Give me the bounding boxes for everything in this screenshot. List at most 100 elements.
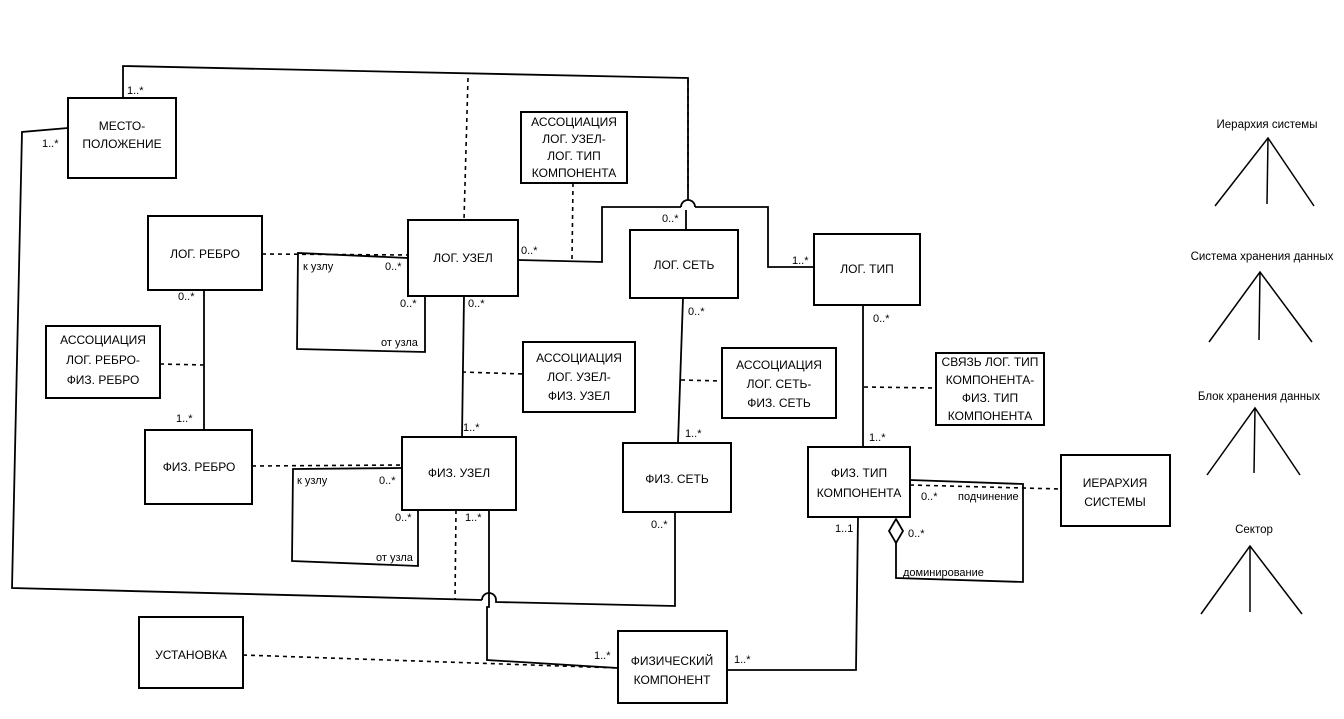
tree-icon — [1214, 136, 1315, 207]
dash-link-logtype — [863, 386, 937, 389]
mult-phystype-dom: 0..* — [908, 528, 925, 540]
mult-physnet-bottom: 0..* — [651, 519, 668, 531]
class-log-edge: ЛОГ. РЕБРО — [147, 215, 263, 291]
class-phys-type-line-2: КОМПОНЕНТА — [817, 486, 901, 500]
assoc-lognode-physnode-line-3: ФИЗ. УЗЕЛ — [548, 389, 610, 403]
role-log-from-node: от узла — [381, 337, 419, 349]
mult-logtype-left: 1..* — [792, 255, 809, 267]
lognet-physnet-link — [677, 297, 684, 444]
link-logtype-phystype: СВЯЗЬ ЛОГ. ТИП КОМПОНЕНТА- ФИЗ. ТИП КОМП… — [935, 352, 1045, 426]
dash-assoc-lognode-logtype — [571, 182, 574, 261]
bottom-link-physnet — [495, 512, 676, 607]
tree-icon — [1208, 270, 1313, 343]
assoc-lognode-physnode-line-1: АССОЦИАЦИЯ — [536, 351, 622, 365]
class-log-edge-name: ЛОГ. РЕБРО — [170, 247, 240, 261]
dash-hierarchy — [909, 484, 1062, 490]
assoc-lognode-physnode-line-2: ЛОГ. УЗЕЛ- — [547, 370, 610, 384]
assoc-logedge-physedge: АССОЦИАЦИЯ ЛОГ. РЕБРО- ФИЗ. РЕБРО — [45, 325, 161, 399]
phystype-physcomp-link — [727, 516, 859, 671]
lognode-top-junction-link — [517, 206, 681, 263]
class-log-type-name: ЛОГ. ТИП — [840, 262, 894, 276]
class-system-hierarchy-line-2: СИСТЕМЫ — [1084, 495, 1146, 509]
assoc-lognet-physnet-line-3: ФИЗ. СЕТЬ — [747, 396, 811, 410]
class-phys-node: ФИЗ. УЗЕЛ — [401, 436, 517, 511]
dash-physnode-down — [454, 509, 457, 601]
sidebar-legend: Иерархия системы Система хранения данных… — [1191, 119, 1334, 615]
dash-assoc-lognet — [680, 379, 723, 382]
assoc-lognode-logtype: АССОЦИАЦИЯ ЛОГ. УЗЕЛ- ЛОГ. ТИП КОМПОНЕНТ… — [520, 111, 628, 184]
tree-icon — [1206, 406, 1301, 476]
mult-physnode-to-loop: 0..* — [379, 475, 396, 487]
class-phys-type: ФИЗ. ТИП КОМПОНЕНТА — [807, 446, 911, 518]
mult-location-top: 1..* — [127, 85, 144, 97]
dash-lognode-location — [463, 77, 469, 221]
aggregation-diamond — [887, 517, 905, 545]
mult-logtype-bottom: 0..* — [873, 313, 890, 325]
role-log-to-node: к узлу — [303, 261, 334, 273]
assoc-logedge-physedge-line-2: ЛОГ. РЕБРО- — [66, 353, 140, 367]
role-domination: доминирование — [903, 567, 984, 579]
class-phys-edge: ФИЗ. РЕБРО — [144, 429, 253, 505]
location-left-link — [11, 127, 483, 601]
class-physical-component: ФИЗИЧЕСКИЙ КОМПОНЕНТ — [617, 630, 728, 704]
class-phys-node-name: ФИЗ. УЗЕЛ — [428, 466, 490, 480]
mult-physnode-top: 1..* — [463, 422, 480, 434]
mult-physcomp-right: 1..* — [734, 654, 751, 666]
link-logtype-phystype-line-1: СВЯЗЬ ЛОГ. ТИП — [942, 355, 1039, 369]
lognode-physnode-link — [461, 295, 465, 438]
class-log-type: ЛОГ. ТИП — [813, 233, 921, 306]
class-phys-net-name: ФИЗ. СЕТЬ — [645, 472, 709, 486]
assoc-logedge-physedge-line-1: АССОЦИАЦИЯ — [60, 333, 146, 347]
class-system-hierarchy-line-1: ИЕРАРХИЯ — [1083, 476, 1148, 490]
assoc-lognet-physnet-line-1: АССОЦИАЦИЯ — [736, 358, 822, 372]
assoc-lognode-logtype-line-1: АССОЦИАЦИЯ — [531, 115, 617, 129]
class-log-node-name: ЛОГ. УЗЕЛ — [433, 251, 492, 265]
mult-lognet-bottom: 0..* — [688, 306, 705, 318]
assoc-lognet-physnet: АССОЦИАЦИЯ ЛОГ. СЕТЬ- ФИЗ. СЕТЬ — [721, 347, 837, 419]
top-hop — [680, 199, 696, 208]
class-phys-type-line-1: ФИЗ. ТИП — [831, 466, 887, 480]
class-log-node: ЛОГ. УЗЕЛ — [407, 219, 519, 297]
role-labels: к узлу от узла к узлу от узла подчинение… — [297, 261, 1019, 579]
role-phys-to-node: к узлу — [297, 475, 328, 487]
assoc-lognode-logtype-line-4: КОМПОНЕНТА — [532, 166, 616, 180]
class-physical-component-line-1: ФИЗИЧЕСКИЙ — [631, 653, 714, 668]
mult-lognode-to-loop: 0..* — [385, 261, 402, 273]
mult-physnet-top: 1..* — [685, 428, 702, 440]
assoc-lognet-physnet-line-2: ЛОГ. СЕТЬ- — [747, 377, 812, 391]
link-logtype-phystype-line-3: ФИЗ. ТИП — [962, 391, 1018, 405]
class-phys-edge-name: ФИЗ. РЕБРО — [163, 460, 236, 474]
class-log-net-name: ЛОГ. СЕТЬ — [654, 258, 715, 272]
link-logtype-phystype-line-4: КОМПОНЕНТА — [948, 409, 1032, 423]
mult-physedge-top: 1..* — [176, 413, 193, 425]
physnode-self-loop — [291, 467, 419, 567]
mult-physcomp-left: 1..* — [594, 650, 611, 662]
assoc-logedge-physedge-line-3: ФИЗ. РЕБРО — [67, 373, 140, 387]
class-system-hierarchy: ИЕРАРХИЯ СИСТЕМЫ — [1060, 454, 1171, 527]
mult-lognode-right: 0..* — [521, 245, 538, 257]
mult-lognet-top: 0..* — [662, 213, 679, 225]
sidebar-data-storage-block-label: Блок хранения данных — [1198, 391, 1320, 403]
role-subordination: подчинение — [958, 491, 1019, 503]
class-installation-name: УСТАНОВКА — [155, 648, 227, 662]
dash-assoc-lognode — [461, 371, 524, 375]
link-logtype-phystype-line-2: КОМПОНЕНТА- — [946, 373, 1034, 387]
class-installation: УСТАНОВКА — [138, 616, 244, 689]
assoc-lognode-logtype-line-2: ЛОГ. УЗЕЛ- — [542, 132, 605, 146]
mult-lognode-bottom: 0..* — [468, 298, 485, 310]
mult-phystype-sub: 0..* — [921, 491, 938, 503]
dash-physedge-physnode — [251, 464, 403, 467]
mult-phystype-bottom: 1..1 — [835, 523, 853, 535]
mult-physnode-bottom: 1..* — [465, 512, 482, 524]
class-physical-component-line-2: КОМПОНЕНТ — [634, 673, 711, 687]
mult-phystype-top: 1..* — [869, 432, 886, 444]
multiplicity-labels: 1..* 1..* 0..* 0..* 1..* 0..* 0..* 0..* … — [42, 85, 938, 666]
class-location-name-2: ПОЛОЖЕНИЕ — [82, 137, 161, 151]
sidebar-data-storage-system-label: Система хранения данных — [1191, 251, 1334, 263]
connectors — [11, 65, 1062, 671]
mult-lognode-from-loop: 0..* — [400, 298, 417, 310]
class-phys-net: ФИЗ. СЕТЬ — [622, 442, 732, 513]
mult-location-left: 1..* — [42, 138, 59, 150]
tree-icon — [1200, 544, 1303, 615]
